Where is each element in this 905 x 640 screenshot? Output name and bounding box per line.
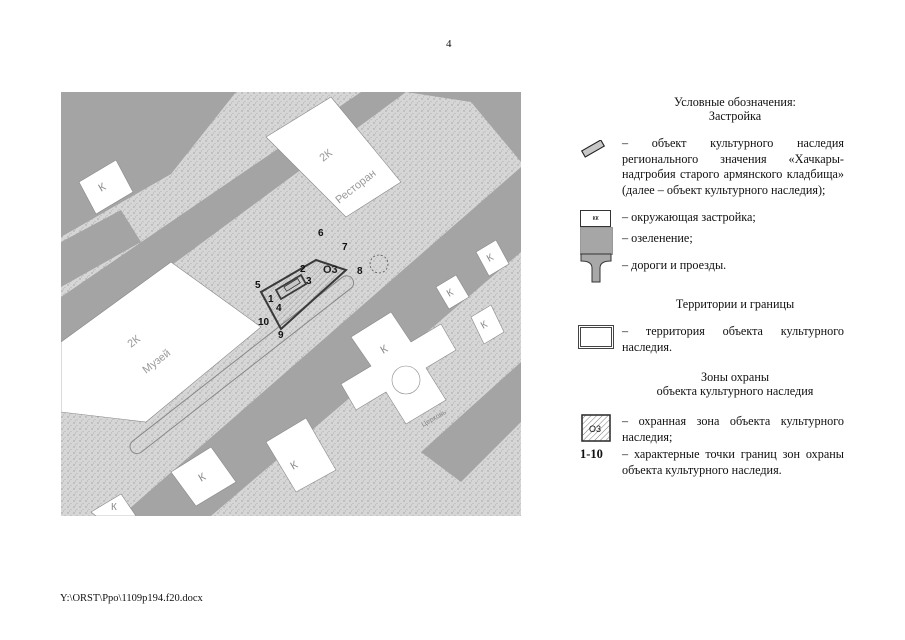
road-area: [61, 210, 141, 287]
road-area: [421, 362, 521, 482]
walkway-strip: [129, 275, 355, 455]
zone-label: О3: [323, 264, 338, 276]
protection-zone-icon: О3: [581, 414, 611, 447]
site-map: К 2К Ресторан 2К Музей К К К К К К К Цер…: [60, 92, 521, 517]
building-k: К: [265, 417, 337, 493]
legend-text-protection-zone: – охранная зона объекта культурного насл…: [622, 414, 844, 444]
boundary-point-8: 8: [357, 266, 363, 277]
building-k: К: [170, 446, 237, 507]
building-code-label: К: [479, 319, 490, 332]
legend-text-greenery: – озеленение;: [622, 231, 693, 245]
footer-file-path: Y:\ORST\Ppo\1109p194.f20.docx: [60, 593, 203, 604]
building-k: К: [475, 239, 510, 277]
main-street: [121, 167, 521, 516]
building-restaurant: 2К Ресторан: [265, 96, 402, 218]
boundary-point-6: 6: [318, 228, 324, 239]
heritage-object-icon: [580, 139, 606, 163]
legend-section-zones-line1: Зоны охраны: [700, 370, 770, 384]
building-icon: кк: [580, 210, 611, 227]
boundary-point-7: 7: [342, 242, 348, 253]
heritage-territory: [274, 273, 308, 301]
legend-text-territory: – территория объекта культурного наследи…: [622, 324, 844, 354]
site-map-svg: К 2К Ресторан 2К Музей К К К К К К К Цер…: [60, 92, 521, 517]
legend-section-territories: Территории и границы: [675, 297, 795, 311]
boundary-point-3: 3: [306, 276, 312, 287]
building-code-label: К: [485, 252, 496, 265]
boundary-point-4: 4: [276, 303, 282, 314]
building-k: К: [470, 304, 505, 345]
page-number: 4: [446, 38, 452, 50]
boundary-point-1: 1: [268, 294, 274, 305]
road-area: [406, 92, 521, 162]
legend-text-buildings: – окружающая застройка;: [622, 210, 756, 224]
heritage-object: [283, 277, 301, 292]
building-museum: 2К Музей: [60, 261, 262, 423]
territory-icon: [578, 325, 614, 349]
legend-text-boundary-points: – характерные точки границ зон охраны об…: [622, 447, 844, 477]
boundary-point-10: 10: [258, 317, 270, 328]
legend-subtitle: Застройка: [708, 109, 762, 123]
boundary-points-label: 1-10: [580, 447, 603, 461]
boundary-point-2: 2: [300, 264, 306, 275]
legend-text-roads: – дороги и проезды.: [622, 258, 727, 272]
building-k-topleft: К: [78, 159, 134, 215]
legend-text-heritage: – объект культурного наследия региональн…: [622, 136, 844, 197]
road-icon: [580, 253, 612, 288]
building-code-label: К: [445, 287, 456, 300]
dashed-circle: [369, 254, 389, 274]
building-k: К: [435, 274, 470, 310]
building-code-label: К: [111, 502, 117, 513]
greenery-icon: [580, 227, 613, 255]
legend-section-zones-line2: объекта культурного наследия: [656, 384, 814, 398]
protection-zone: [259, 258, 348, 331]
boundary-point-9: 9: [278, 330, 284, 341]
boundary-point-5: 5: [255, 280, 261, 291]
legend-title: Условные обозначения:: [674, 95, 796, 109]
protection-zone-symbol-text: О3: [589, 424, 601, 434]
